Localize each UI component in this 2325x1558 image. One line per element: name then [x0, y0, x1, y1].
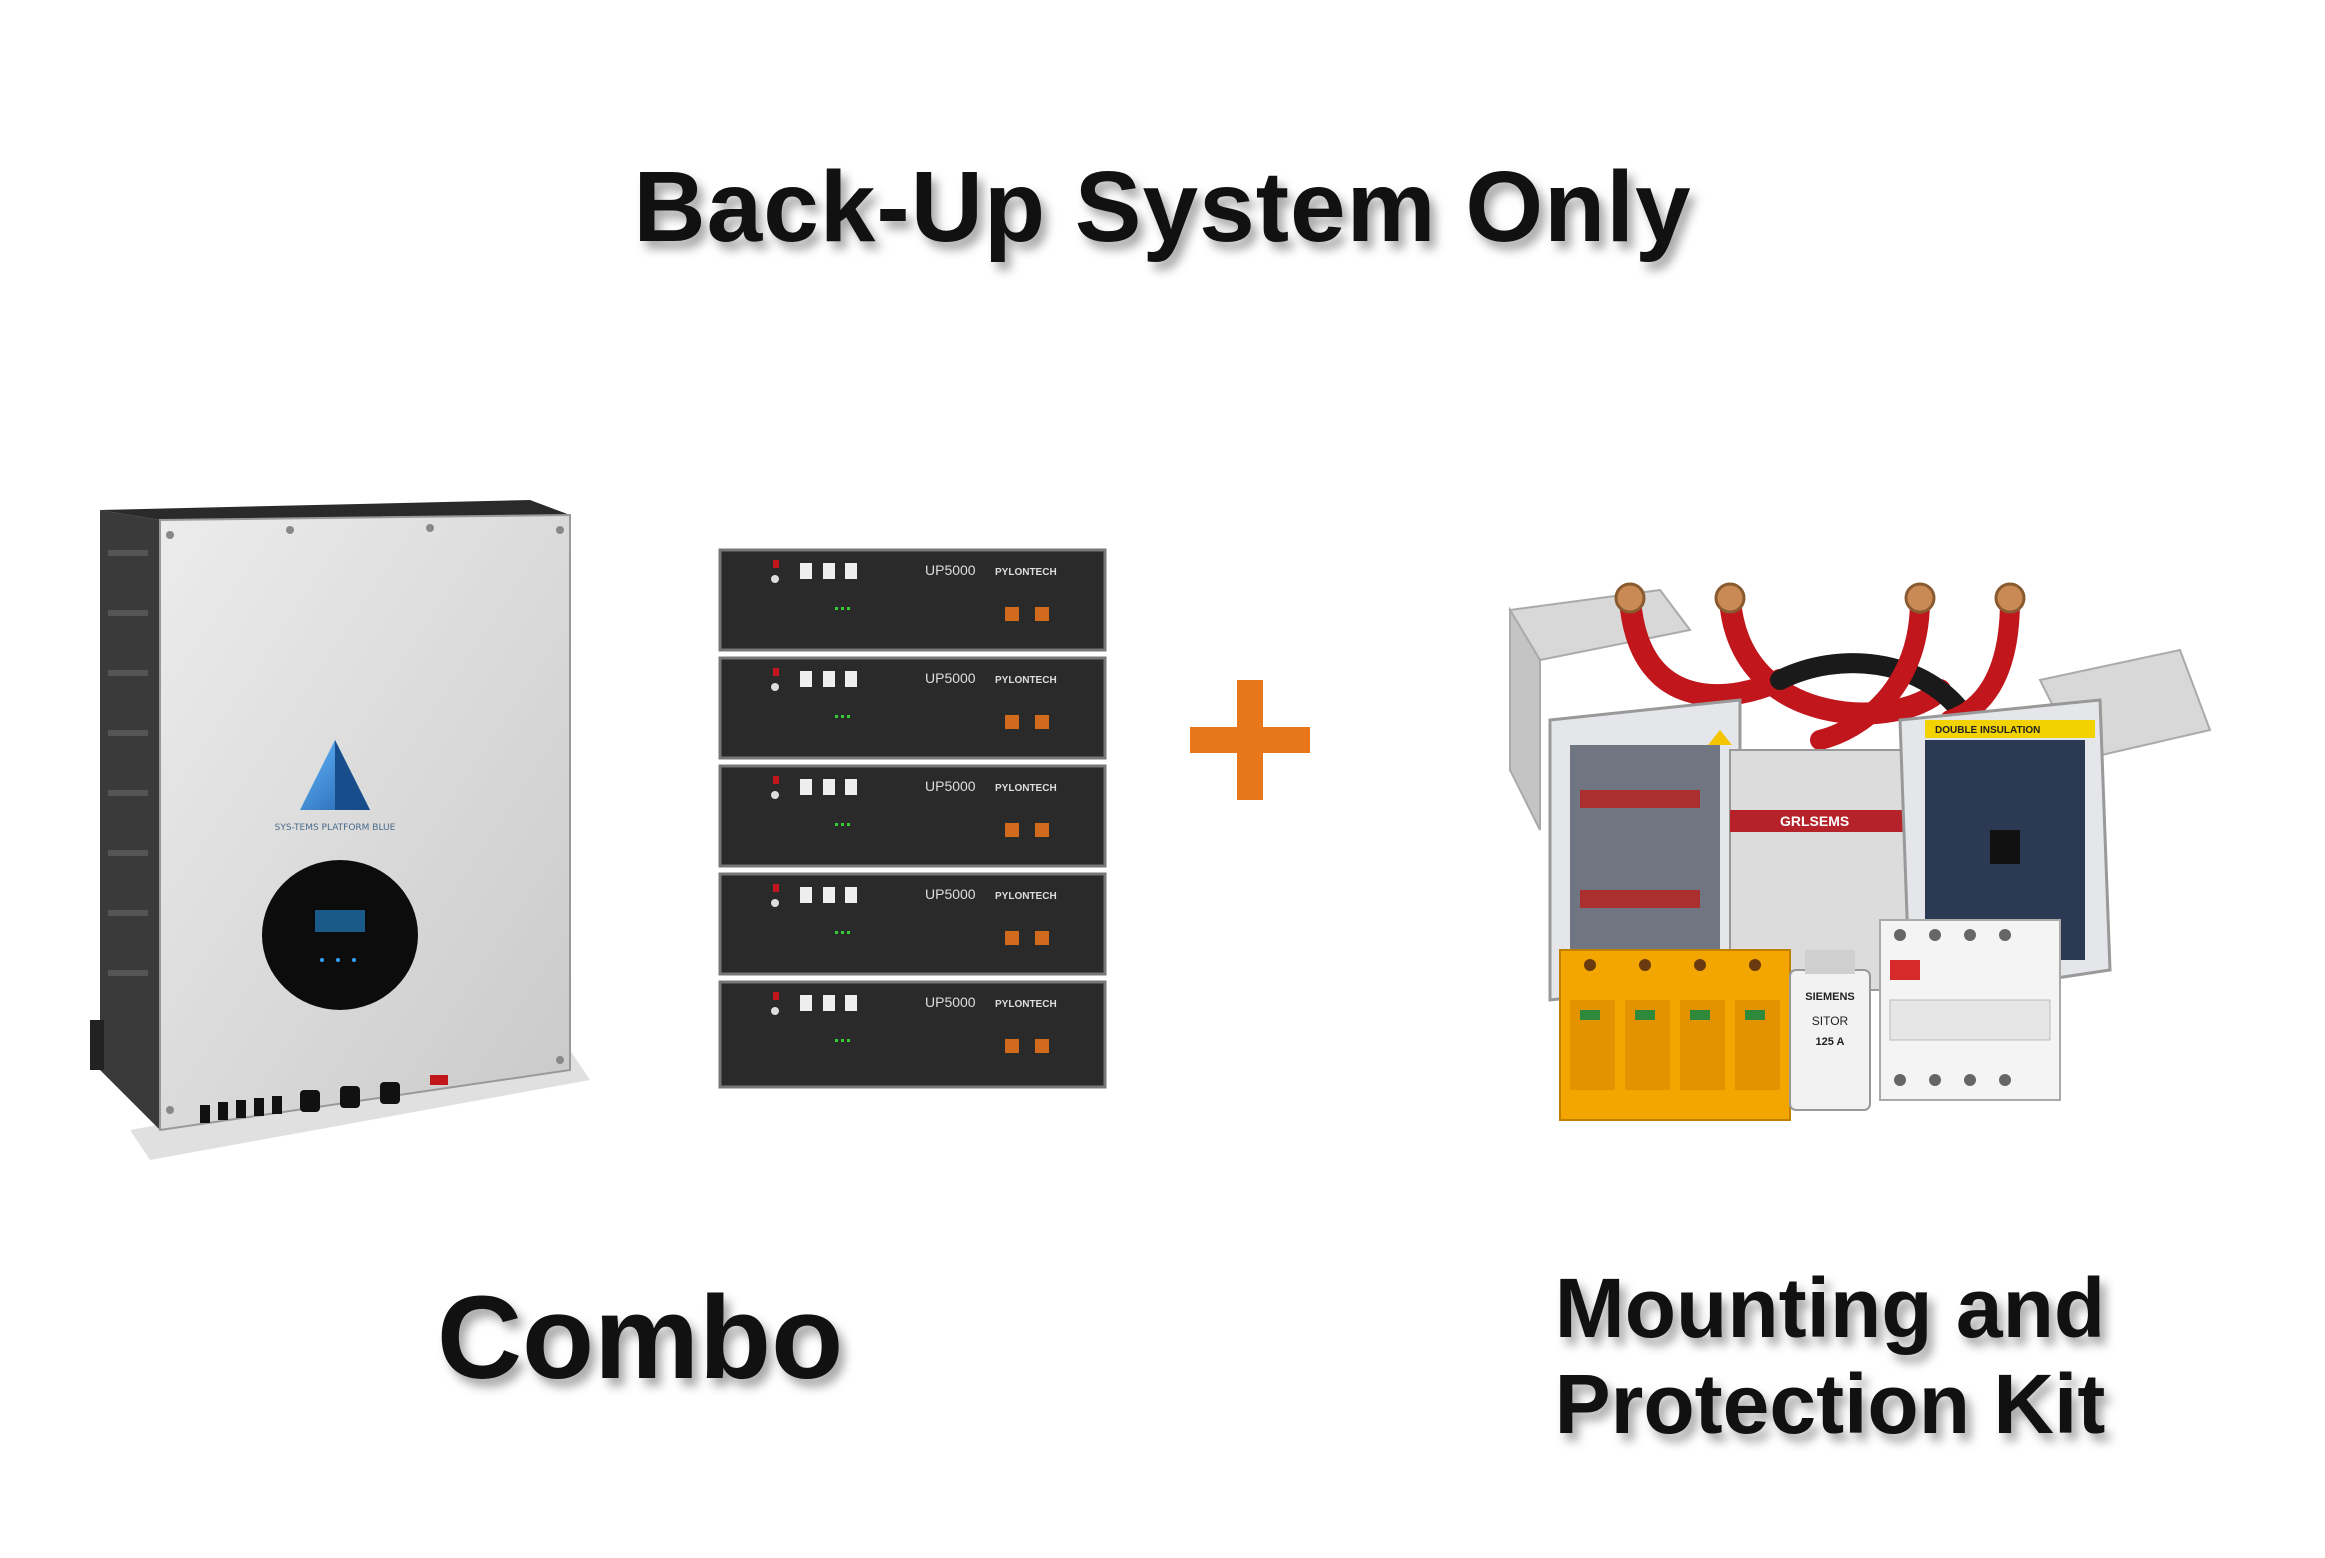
plus-icon: [1190, 680, 1310, 800]
battery-module: UP5000 PYLONTECH: [718, 764, 1107, 868]
battery-module: UP5000 PYLONTECH: [718, 980, 1107, 1089]
battery-brand-text: PYLONTECH: [995, 999, 1057, 1010]
protection-kit-image: GRLSEMS DOUBLE INSULATION SIEMENS SITOR …: [1508, 582, 2212, 1121]
battery-model-text: UP5000: [925, 778, 976, 794]
enclosure-label-text: DOUBLE INSULATION: [1935, 725, 2040, 736]
inverter-image: SYS-TEMS PLATFORM BLUE: [90, 500, 590, 1160]
battery-brand-text: PYLONTECH: [995, 783, 1057, 794]
battery-model-text: UP5000: [925, 994, 976, 1010]
kit-label: Mounting and Protection Kit: [1460, 1260, 2200, 1452]
breaker-brand-text: GRLSEMS: [1780, 813, 1849, 829]
fuse: SIEMENS SITOR 125 A: [1789, 950, 1871, 1111]
combo-label: Combo: [436, 1272, 844, 1404]
fuse-type-text: SITOR: [1812, 1014, 1849, 1028]
mounting-bracket: [1508, 588, 1692, 662]
fuse-brand-text: SIEMENS: [1805, 991, 1855, 1003]
page-title: Back-Up System Only: [633, 151, 1692, 263]
fuse-rating-text: 125 A: [1816, 1036, 1845, 1048]
battery-module: UP5000 PYLONTECH: [718, 656, 1107, 760]
kit-label-line2: Protection Kit: [1554, 1357, 2106, 1451]
battery-model-text: UP5000: [925, 886, 976, 902]
battery-module: UP5000 PYLONTECH: [718, 548, 1107, 652]
inverter-brand-text: SYS-TEMS PLATFORM BLUE: [275, 823, 396, 833]
brand-logo-icon: [300, 740, 370, 810]
ac-enclosure: [1548, 698, 1742, 1002]
battery-brand-text: PYLONTECH: [995, 675, 1057, 686]
battery-model-text: UP5000: [925, 670, 976, 686]
battery-module: UP5000 PYLONTECH: [718, 872, 1107, 976]
circuit-breaker: [1879, 919, 2061, 1101]
battery-brand-text: PYLONTECH: [995, 891, 1057, 902]
display-screen: [315, 910, 365, 932]
surge-protectors: [1559, 949, 1791, 1121]
kit-label-line1: Mounting and: [1554, 1261, 2106, 1355]
battery-brand-text: PYLONTECH: [995, 567, 1057, 578]
battery-stack-image: UP5000 PYLONTECH UP5000 PYLONTECH UP5000…: [718, 548, 1107, 1089]
battery-model-text: UP5000: [925, 562, 976, 578]
